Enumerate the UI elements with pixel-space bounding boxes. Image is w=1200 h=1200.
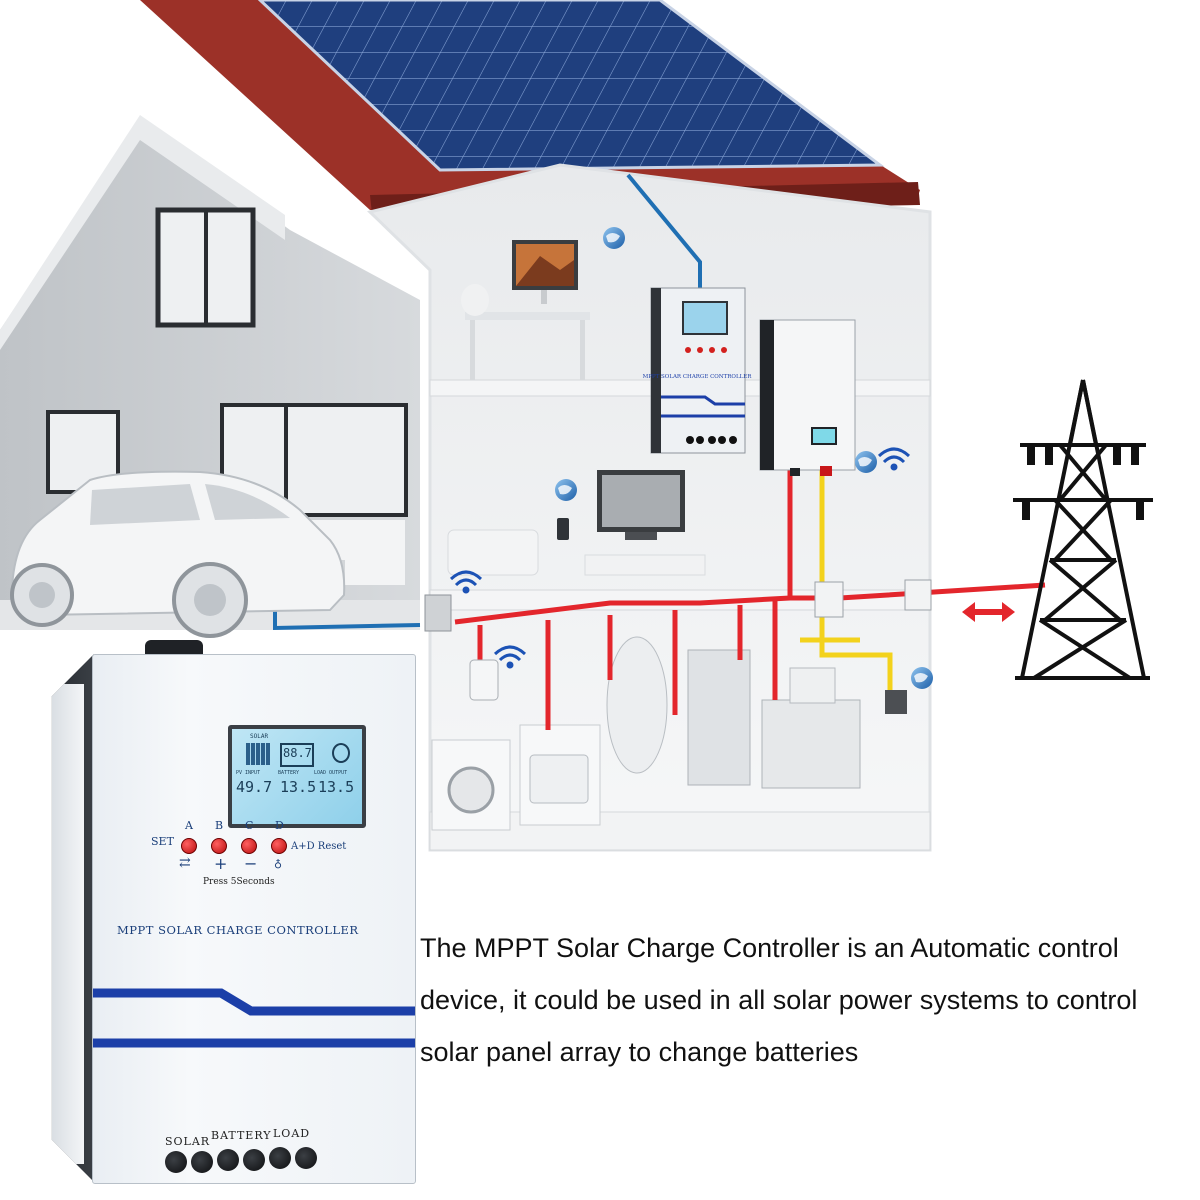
double-arrow-icon <box>962 602 1015 622</box>
basement-floor <box>429 811 931 851</box>
plus-icon: + <box>214 854 228 873</box>
power-tower-icon <box>1013 379 1153 680</box>
solar-panel-array <box>260 0 880 170</box>
button-a-label: A <box>185 819 193 832</box>
button-d-label: D <box>275 819 284 832</box>
button-b[interactable] <box>211 838 227 854</box>
terminal-battery-label: BATTERY <box>211 1129 272 1142</box>
car <box>10 470 346 638</box>
terminal-battery-positive[interactable] <box>217 1149 239 1171</box>
controller-title: MPPT SOLAR CHARGE CONTROLLER <box>117 923 359 937</box>
small-controller: MPPT SOLAR CHARGE CONTROLLER <box>643 287 753 454</box>
lcd-load-label: LOAD OUTPUT <box>314 770 348 776</box>
lcd-load-value: 13.5 <box>318 778 355 796</box>
button-c[interactable] <box>241 838 257 854</box>
wall-socket <box>424 594 452 632</box>
terminal-load-label: LOAD <box>273 1127 311 1140</box>
terminal-load-negative[interactable] <box>295 1147 317 1169</box>
blue-stripes <box>93 988 415 1048</box>
globe-icon <box>555 479 577 501</box>
sofa <box>447 529 539 576</box>
button-d[interactable] <box>271 838 287 854</box>
middle-floor <box>429 589 931 611</box>
inverter-display <box>811 427 837 445</box>
controller-heatsink <box>51 654 94 1182</box>
swap-arrow-icon: ⇄ <box>179 855 191 871</box>
breaker-box-2 <box>904 579 932 611</box>
dc-line <box>819 470 893 690</box>
battery-box <box>885 690 907 714</box>
lcd-battery-label: BATTERY <box>278 770 300 776</box>
terminal-load-positive[interactable] <box>269 1147 291 1169</box>
lcd-percent-value: 88.7 <box>283 746 312 760</box>
small-controller-title: MPPT SOLAR CHARGE CONTROLLER <box>643 374 753 380</box>
boiler <box>687 649 751 786</box>
terminal-solar-negative[interactable] <box>191 1151 213 1173</box>
description: The MPPT Solar Charge Controller is an A… <box>420 922 1190 1078</box>
terminal-solar-positive[interactable] <box>165 1151 187 1173</box>
set-label: SET <box>151 835 174 848</box>
smartphone <box>557 518 569 540</box>
wifi-icon <box>877 447 911 471</box>
press-label: Press 5Seconds <box>203 877 275 887</box>
wifi-icon <box>449 570 483 594</box>
description-line-2: device, it could be used in all solar po… <box>420 985 1138 1015</box>
inverter <box>759 319 856 476</box>
solar-panel-icon <box>246 743 270 765</box>
lcd-pv-label: PV INPUT <box>236 770 261 776</box>
lcd-battery-value: 13.5 <box>280 778 317 796</box>
house-interior <box>367 163 932 852</box>
button-c-label: C <box>245 819 254 832</box>
garage-window-3 <box>284 403 408 517</box>
house-gable <box>0 115 285 350</box>
bulb-small-icon: ♁ <box>274 857 283 870</box>
generator <box>761 699 861 789</box>
controller-face: SOLAR 88.7 PV INPUT BATTERY LOAD OUTPUT … <box>92 654 416 1184</box>
button-b-label: B <box>215 819 224 832</box>
reset-label: A+D Reset <box>291 841 347 852</box>
lcd-pv-value: 49.7 <box>236 778 273 796</box>
lcd-screen: SOLAR 88.7 PV INPUT BATTERY LOAD OUTPUT … <box>228 725 366 828</box>
smart-plug <box>469 659 499 701</box>
terminal-solar-label: SOLAR <box>165 1135 211 1148</box>
globe-icon <box>855 451 877 473</box>
globe-icon <box>603 227 625 249</box>
breaker-box-1 <box>814 581 844 618</box>
bulb-icon <box>332 743 350 763</box>
minus-icon: − <box>244 854 258 873</box>
water-heater <box>606 636 668 774</box>
description-line-1: The MPPT Solar Charge Controller is an A… <box>420 933 1119 963</box>
mppt-controller: SOLAR 88.7 PV INPUT BATTERY LOAD OUTPUT … <box>40 640 420 1185</box>
desk <box>465 312 590 320</box>
description-line-3: solar panel array to change batteries <box>420 1037 859 1067</box>
lcd-solar-label: SOLAR <box>250 733 269 740</box>
battery-icon <box>280 743 314 767</box>
button-a[interactable] <box>181 838 197 854</box>
mount-tab <box>145 640 203 658</box>
ac-bus-line <box>454 582 1046 625</box>
car-charge-line <box>273 605 421 631</box>
terminal-battery-negative[interactable] <box>243 1149 265 1171</box>
solar-feed-line <box>626 173 702 296</box>
wifi-icon <box>493 645 527 669</box>
globe-icon <box>911 667 933 689</box>
